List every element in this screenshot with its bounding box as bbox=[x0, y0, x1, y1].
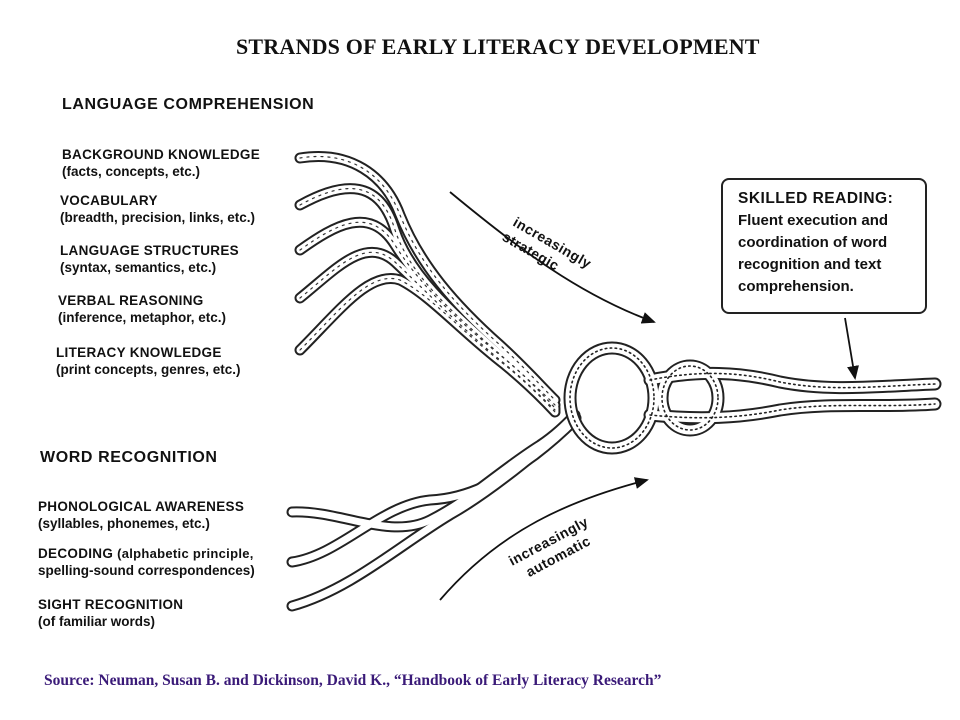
braided-rope bbox=[563, 341, 942, 455]
strand-desc: (inference, metaphor, etc.) bbox=[58, 310, 227, 325]
strategic-arrow bbox=[449, 191, 656, 324]
callout-pointer-arrow bbox=[844, 317, 859, 380]
strand-desc: (facts, concepts, etc.) bbox=[62, 164, 201, 179]
automatic-arrow bbox=[439, 477, 649, 601]
automatic-label: increasingly automatic bbox=[506, 513, 593, 579]
comprehension-strands bbox=[294, 151, 561, 418]
skilled-reading-callout: SKILLED READING: Fluent execution and co… bbox=[721, 178, 927, 314]
strand-label-background-knowledge: BACKGROUND KNOWLEDGE (facts, concepts, e… bbox=[62, 146, 260, 180]
strand-desc: (print concepts, genres, etc.) bbox=[56, 362, 241, 377]
word-recognition-heading: WORD RECOGNITION bbox=[40, 449, 218, 466]
strand-label-phonological-awareness: PHONOLOGICAL AWARENESS (syllables, phone… bbox=[38, 498, 244, 532]
strand-name: VERBAL REASONING bbox=[58, 293, 204, 308]
callout-line: recognition and text bbox=[738, 256, 882, 273]
strand-desc: (of familiar words) bbox=[38, 614, 156, 629]
word-recognition-strands bbox=[286, 409, 582, 612]
strand-name: DECODING (alphabetic principle, bbox=[38, 545, 255, 562]
language-comprehension-heading: LANGUAGE COMPREHENSION bbox=[62, 96, 315, 113]
strand-label-sight-recognition: SIGHT RECOGNITION (of familiar words) bbox=[38, 596, 183, 630]
strand-desc: (syllables, phonemes, etc.) bbox=[38, 516, 210, 531]
decoding-name: DECODING bbox=[38, 546, 114, 561]
strand-name: LANGUAGE STRUCTURES bbox=[60, 243, 239, 258]
decoding-name-suffix: (alphabetic principle, bbox=[113, 546, 254, 561]
callout-line: comprehension. bbox=[738, 278, 854, 295]
strand-label-literacy-knowledge: LITERACY KNOWLEDGE (print concepts, genr… bbox=[56, 344, 241, 378]
callout-heading: SKILLED READING: bbox=[738, 190, 894, 207]
strand-label-verbal-reasoning: VERBAL REASONING (inference, metaphor, e… bbox=[58, 292, 226, 326]
strand-desc: (syntax, semantics, etc.) bbox=[60, 260, 217, 275]
strand-name: BACKGROUND KNOWLEDGE bbox=[62, 147, 260, 162]
strand-name: VOCABULARY bbox=[60, 193, 158, 208]
strand-label-vocabulary: VOCABULARY (breadth, precision, links, e… bbox=[60, 192, 255, 226]
strand-label-decoding: DECODING (alphabetic principle, spelling… bbox=[38, 545, 255, 579]
strand-phonological-awareness bbox=[286, 409, 581, 533]
callout-line: Fluent execution and bbox=[738, 212, 889, 229]
source-citation: Source: Neuman, Susan B. and Dickinson, … bbox=[44, 672, 662, 689]
strand-name: LITERACY KNOWLEDGE bbox=[56, 345, 222, 360]
strand-label-language-structures: LANGUAGE STRUCTURES (syntax, semantics, … bbox=[60, 242, 239, 276]
callout-line: coordination of word bbox=[738, 234, 888, 251]
strand-desc: spelling-sound correspondences) bbox=[38, 563, 255, 578]
strategic-label: increasingly strategic bbox=[500, 214, 595, 274]
strand-desc: (breadth, precision, links, etc.) bbox=[60, 210, 256, 225]
strand-verbal-reasoning bbox=[294, 246, 561, 416]
page-title: STRANDS OF EARLY LITERACY DEVELOPMENT bbox=[236, 34, 760, 59]
strand-name: PHONOLOGICAL AWARENESS bbox=[38, 499, 245, 514]
strand-name: SIGHT RECOGNITION bbox=[38, 597, 184, 612]
